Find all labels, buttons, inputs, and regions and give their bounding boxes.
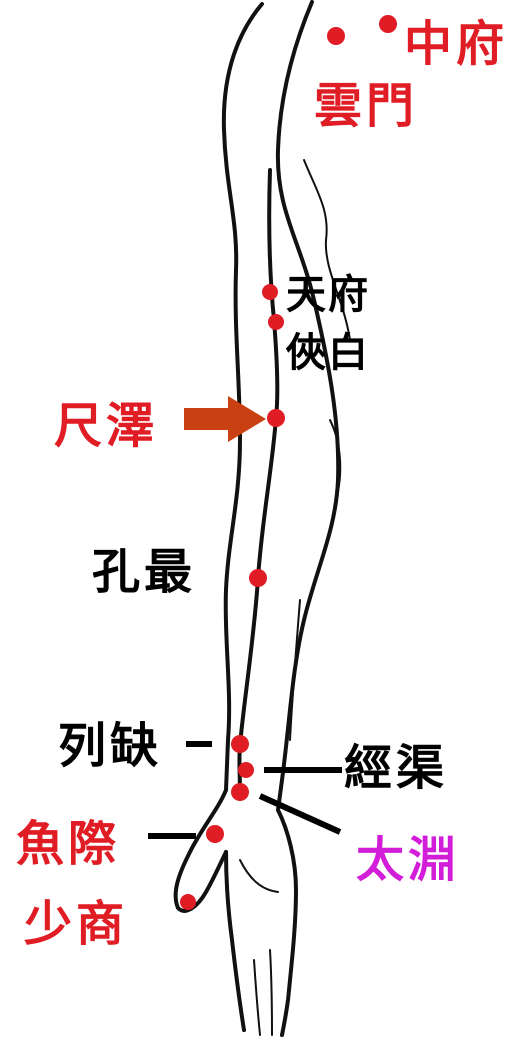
point-chize — [267, 409, 285, 427]
shoulder-crease — [303, 159, 351, 341]
label-shaoshang: 少商 — [24, 896, 128, 952]
label-xiabai: 俠白 — [285, 329, 370, 376]
point-yuji — [206, 825, 224, 843]
label-kongzui: 孔最 — [92, 544, 196, 600]
point-tianfu — [262, 284, 278, 300]
point-jingqu — [238, 762, 254, 778]
label-lieque: 列缺 — [58, 718, 162, 774]
label-yuji: 魚際 — [16, 816, 120, 872]
forearm-line — [289, 599, 301, 741]
arrow-icon — [184, 396, 266, 442]
arm-outer-contour — [221, 2, 264, 792]
label-taiyuan: 太淵 — [356, 832, 460, 888]
point-kongzui — [249, 569, 267, 587]
finger-lines — [253, 949, 273, 1036]
acupoints — [180, 15, 397, 910]
palm-crease — [239, 859, 279, 893]
point-zhongfu — [379, 15, 397, 33]
label-jingqu: 經渠 — [344, 740, 448, 796]
hand-outline — [224, 808, 298, 1037]
leader-taiyuan — [258, 793, 342, 835]
point-yunmen — [327, 27, 345, 45]
label-yunmen: 雲門 — [314, 78, 418, 134]
label-zhongfu: 中府 — [404, 16, 508, 72]
label-tianfu: 天府 — [286, 271, 370, 318]
point-labels: 中府 雲門 天府 俠白 尺澤 孔最 列缺 經渠 魚際 太淵 少商 — [16, 16, 508, 952]
elbow-crease — [329, 419, 342, 501]
point-xiabai — [268, 314, 284, 330]
thumb-outline — [173, 788, 228, 913]
label-chize: 尺澤 — [54, 398, 158, 454]
point-lieque — [231, 735, 249, 753]
point-shaoshang — [180, 894, 196, 910]
leader-lines — [148, 741, 342, 839]
point-taiyuan — [231, 783, 249, 801]
meridian-line — [236, 168, 280, 797]
arm-outline — [173, 0, 351, 1037]
arm-inner-contour — [275, 0, 341, 812]
